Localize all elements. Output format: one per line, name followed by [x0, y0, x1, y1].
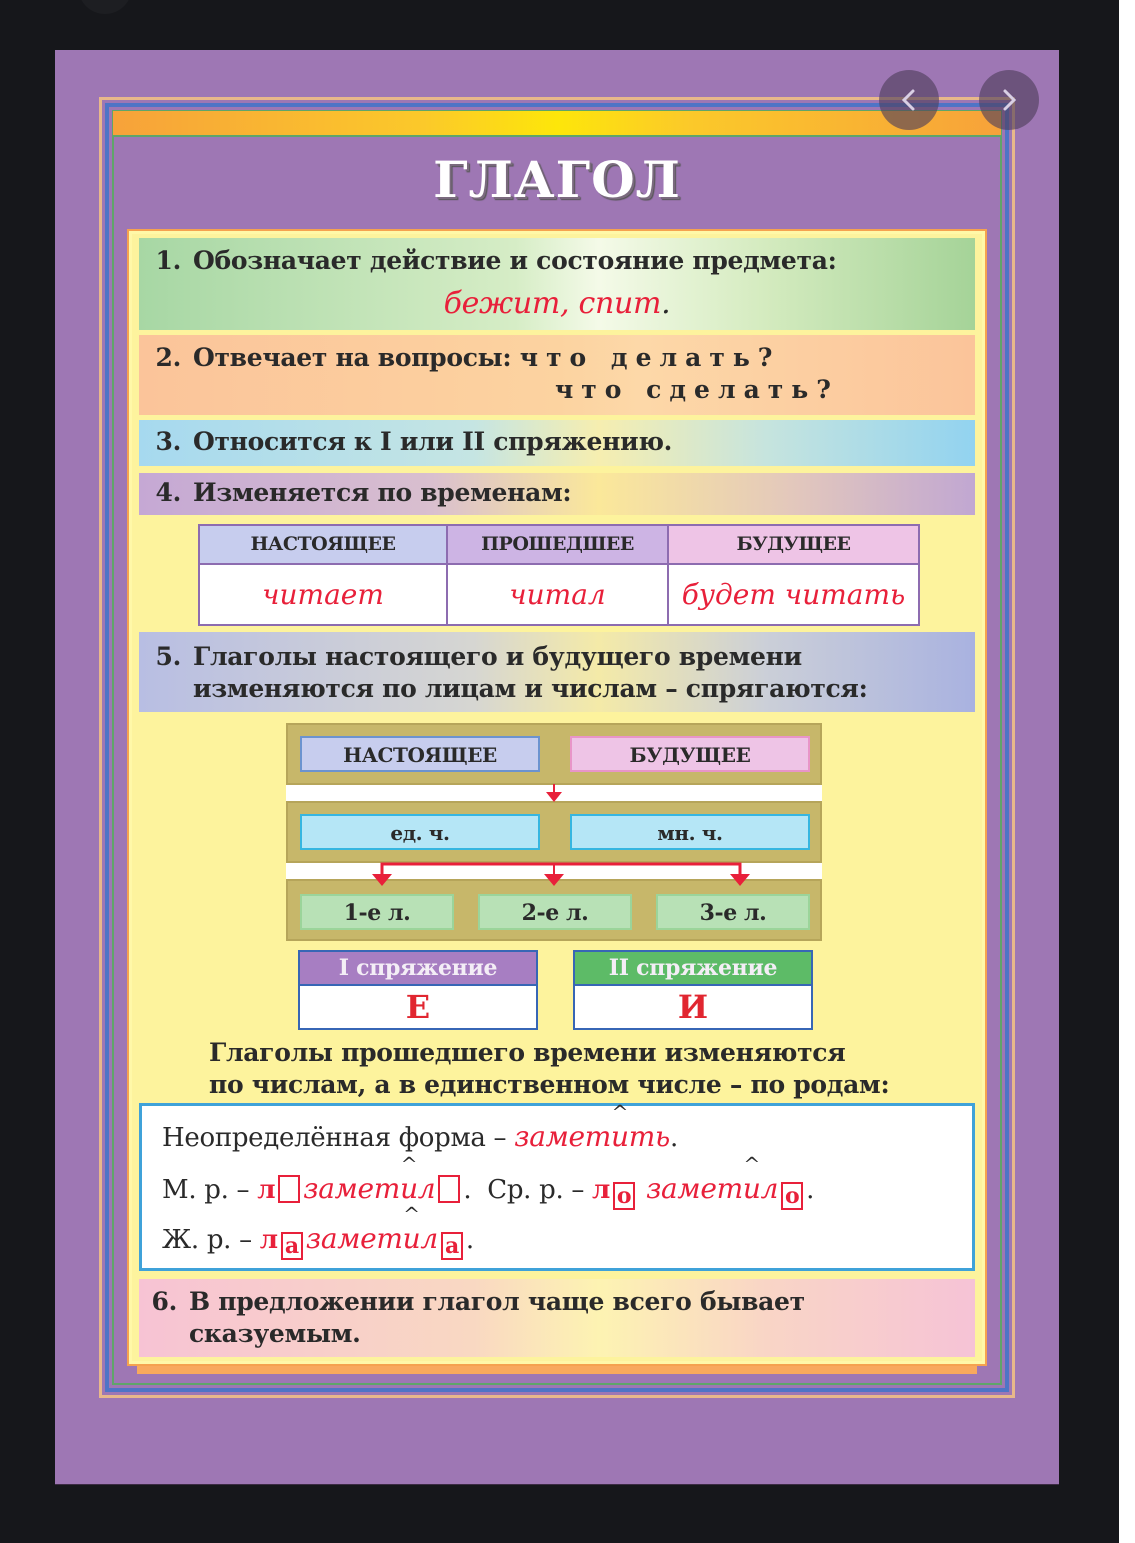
tense-value-present: читает [198, 562, 448, 627]
section-text: Обозначает действие и состояние предмета… [193, 246, 837, 275]
section-text: Изменяется по временам: [193, 478, 572, 507]
diagram-person-1: 1-е л. [300, 894, 454, 930]
poster-image: ГЛАГОЛ 1. Обозначает действие и состояние… [55, 50, 1059, 1485]
diagram-tense-row: НАСТОЯЩЕЕ БУДУЩЕЕ [286, 723, 822, 785]
section-text: Отвечает на вопросы: [193, 343, 512, 372]
viewer-close-button-ghost[interactable] [78, 0, 132, 14]
section-text-line2: сказуемым. [189, 1319, 361, 1348]
conjugation-2-box: II спряжение И [573, 950, 813, 1030]
infinitive-line: Неопределённая форма – заметить. [162, 1120, 678, 1153]
diagram-person-row: 1-е л. 2-е л. 3-е л. [286, 879, 822, 941]
section-number: 1. [155, 246, 182, 275]
chevron-left-icon [901, 89, 915, 111]
past-tense-intro: Глаголы прошедшего времени изменяются по… [209, 1038, 890, 1099]
chevron-right-icon [1003, 89, 1017, 111]
conjugation-2-label: II спряжение [575, 952, 811, 986]
section-1: 1. Обозначает действие и состояние предме… [139, 238, 975, 330]
handwritten-infinitive: заметить [514, 1120, 670, 1153]
diagram-plural-box: мн. ч. [570, 814, 810, 850]
poster-top-band [113, 111, 1001, 137]
section-3: 3.Относится к I или II спряжению. [139, 420, 975, 466]
tense-header-future: БУДУЩЕЕ [667, 524, 920, 565]
tense-header-past: ПРОШЕДШЕЕ [446, 524, 669, 565]
handwritten-feminine: заметила [306, 1222, 466, 1260]
section-text: В предложении глагол чаще всего бывает [189, 1287, 805, 1316]
diagram-singular-box: ед. ч. [300, 814, 540, 850]
feminine-line: Ж. р. – лазаметила. [162, 1222, 474, 1260]
ending-box-o: о [613, 1182, 636, 1210]
previous-image-button[interactable] [879, 70, 939, 130]
section-5: 5.Глаголы настоящего и будущего времени … [139, 632, 975, 712]
section-text: Относится к I или II спряжению. [193, 427, 673, 456]
poster-content: 1. Обозначает действие и состояние предме… [129, 231, 985, 1364]
masculine-neuter-line: М. р. – лзаметил. Ср. р. – ло заметило. [162, 1172, 814, 1210]
branch-arrows-icon [372, 862, 750, 886]
diagram-future-box: БУДУЩЕЕ [570, 736, 810, 772]
tense-header-present: НАСТОЯЩЕЕ [198, 524, 448, 565]
empty-ending-box [438, 1175, 461, 1203]
conjugation-2-ending: И [677, 988, 709, 1026]
section-text: Глаголы настоящего и будущего времени [193, 642, 802, 671]
diagram-person-2: 2-е л. [478, 894, 632, 930]
tense-table: НАСТОЯЩЕЕ ПРОШЕДШЕЕ БУДУЩЕЕ читает читал… [198, 524, 920, 627]
poster-title: ГЛАГОЛ [433, 150, 681, 209]
conjugation-1-label: I спряжение [300, 952, 536, 986]
conjugation-1-box: I спряжение Е [298, 950, 538, 1030]
empty-ending-box [278, 1175, 301, 1203]
handwritten-neuter: заметило [646, 1172, 806, 1210]
diagram-number-row: ед. ч. мн. ч. [286, 801, 822, 863]
question-2: что сделать? [555, 375, 839, 404]
section-text-line2: изменяются по лицам и числам – спрягаютс… [193, 674, 868, 703]
diagram-person-3: 3-е л. [656, 894, 810, 930]
section-6: 6.В предложении глагол чаще всего бывает… [139, 1279, 975, 1357]
poster-frame [99, 97, 1015, 1398]
handwritten-masculine: заметил [303, 1172, 435, 1205]
tense-value-future: будет читать [667, 562, 920, 627]
tense-value-past: читал [446, 562, 669, 627]
past-tense-box: Неопределённая форма – заметить. М. р. –… [139, 1103, 975, 1271]
diagram-present-box: НАСТОЯЩЕЕ [300, 736, 540, 772]
handwritten-example: бежит, спит. [443, 286, 671, 321]
next-image-button[interactable] [979, 70, 1039, 130]
arrow-down-icon [546, 784, 562, 802]
ending-box-a: а [280, 1232, 303, 1260]
section-2: 2.Отвечает на вопросы: что делать? что с… [139, 335, 975, 415]
conjugation-1-ending: Е [405, 988, 431, 1026]
question-1: что делать? [519, 343, 781, 372]
section-4: 4.Изменяется по временам: [139, 473, 975, 515]
